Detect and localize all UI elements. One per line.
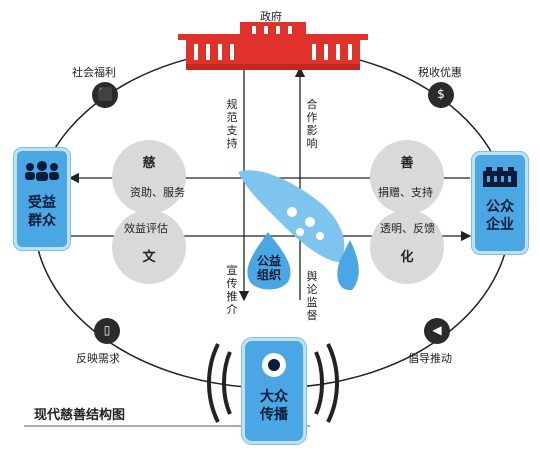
gift-icon: ⬛ <box>92 82 118 108</box>
welfare-label-2: 组织 <box>256 268 281 282</box>
transparency-label: 透明、反馈 <box>380 222 435 235</box>
circle-shan-char: 善 <box>400 156 414 171</box>
media-label-1: 大众 <box>260 389 288 405</box>
people-icon <box>25 161 59 181</box>
media-label-2: 传播 <box>260 407 288 423</box>
public-label-1: 受益 <box>28 195 56 211</box>
public-box: 受益 群众 <box>14 148 70 250</box>
welfare-label-1: 公益 <box>256 254 281 268</box>
circle-wen-char: 文 <box>142 250 156 265</box>
promote-label: 宣传推介 <box>226 264 238 316</box>
enterprise-label-1: 公众 <box>486 199 514 215</box>
feedback-label: 反映需求 <box>76 352 120 365</box>
tax-benefit-label: 税收优惠 <box>418 66 462 79</box>
water-drop <box>337 240 359 291</box>
money-bag-icon: $ <box>428 82 454 108</box>
building-icon <box>483 167 517 187</box>
media-dot-icon <box>262 353 286 377</box>
social-welfare-label: 社会福利 <box>72 66 116 79</box>
circle-wen: 文 <box>112 210 186 284</box>
enterprise-box: 公众 企业 <box>472 152 528 254</box>
broadcast-waves <box>207 343 339 423</box>
regulate-label: 规范支持 <box>226 98 238 150</box>
circle-hua-char: 化 <box>400 250 414 265</box>
media-box: 大众 传播 <box>242 338 306 444</box>
guidance-label: 倡导推动 <box>408 352 452 365</box>
donation-label: 捐赠、支持 <box>378 186 433 199</box>
phone-icon: ▯ <box>94 318 120 344</box>
government-building-icon <box>178 22 368 70</box>
funding-label: 资助、服务 <box>130 186 185 199</box>
cooperate-label: 合作影响 <box>306 98 318 150</box>
opinion-label: 舆论监督 <box>306 270 318 322</box>
circle-ci: 慈 <box>112 140 186 214</box>
welfare-drop <box>247 232 291 290</box>
circle-shan: 善 <box>370 140 444 214</box>
megaphone-icon: ◀ <box>424 318 450 344</box>
government-label: 政府 <box>260 10 282 23</box>
public-label-2: 群众 <box>28 213 56 229</box>
evaluation-label: 效益评估 <box>124 222 168 235</box>
enterprise-label-2: 企业 <box>486 217 514 233</box>
circle-hua: 化 <box>370 210 444 284</box>
circle-ci-char: 慈 <box>142 156 156 171</box>
diagram-title: 现代慈善结构图 <box>34 408 126 423</box>
